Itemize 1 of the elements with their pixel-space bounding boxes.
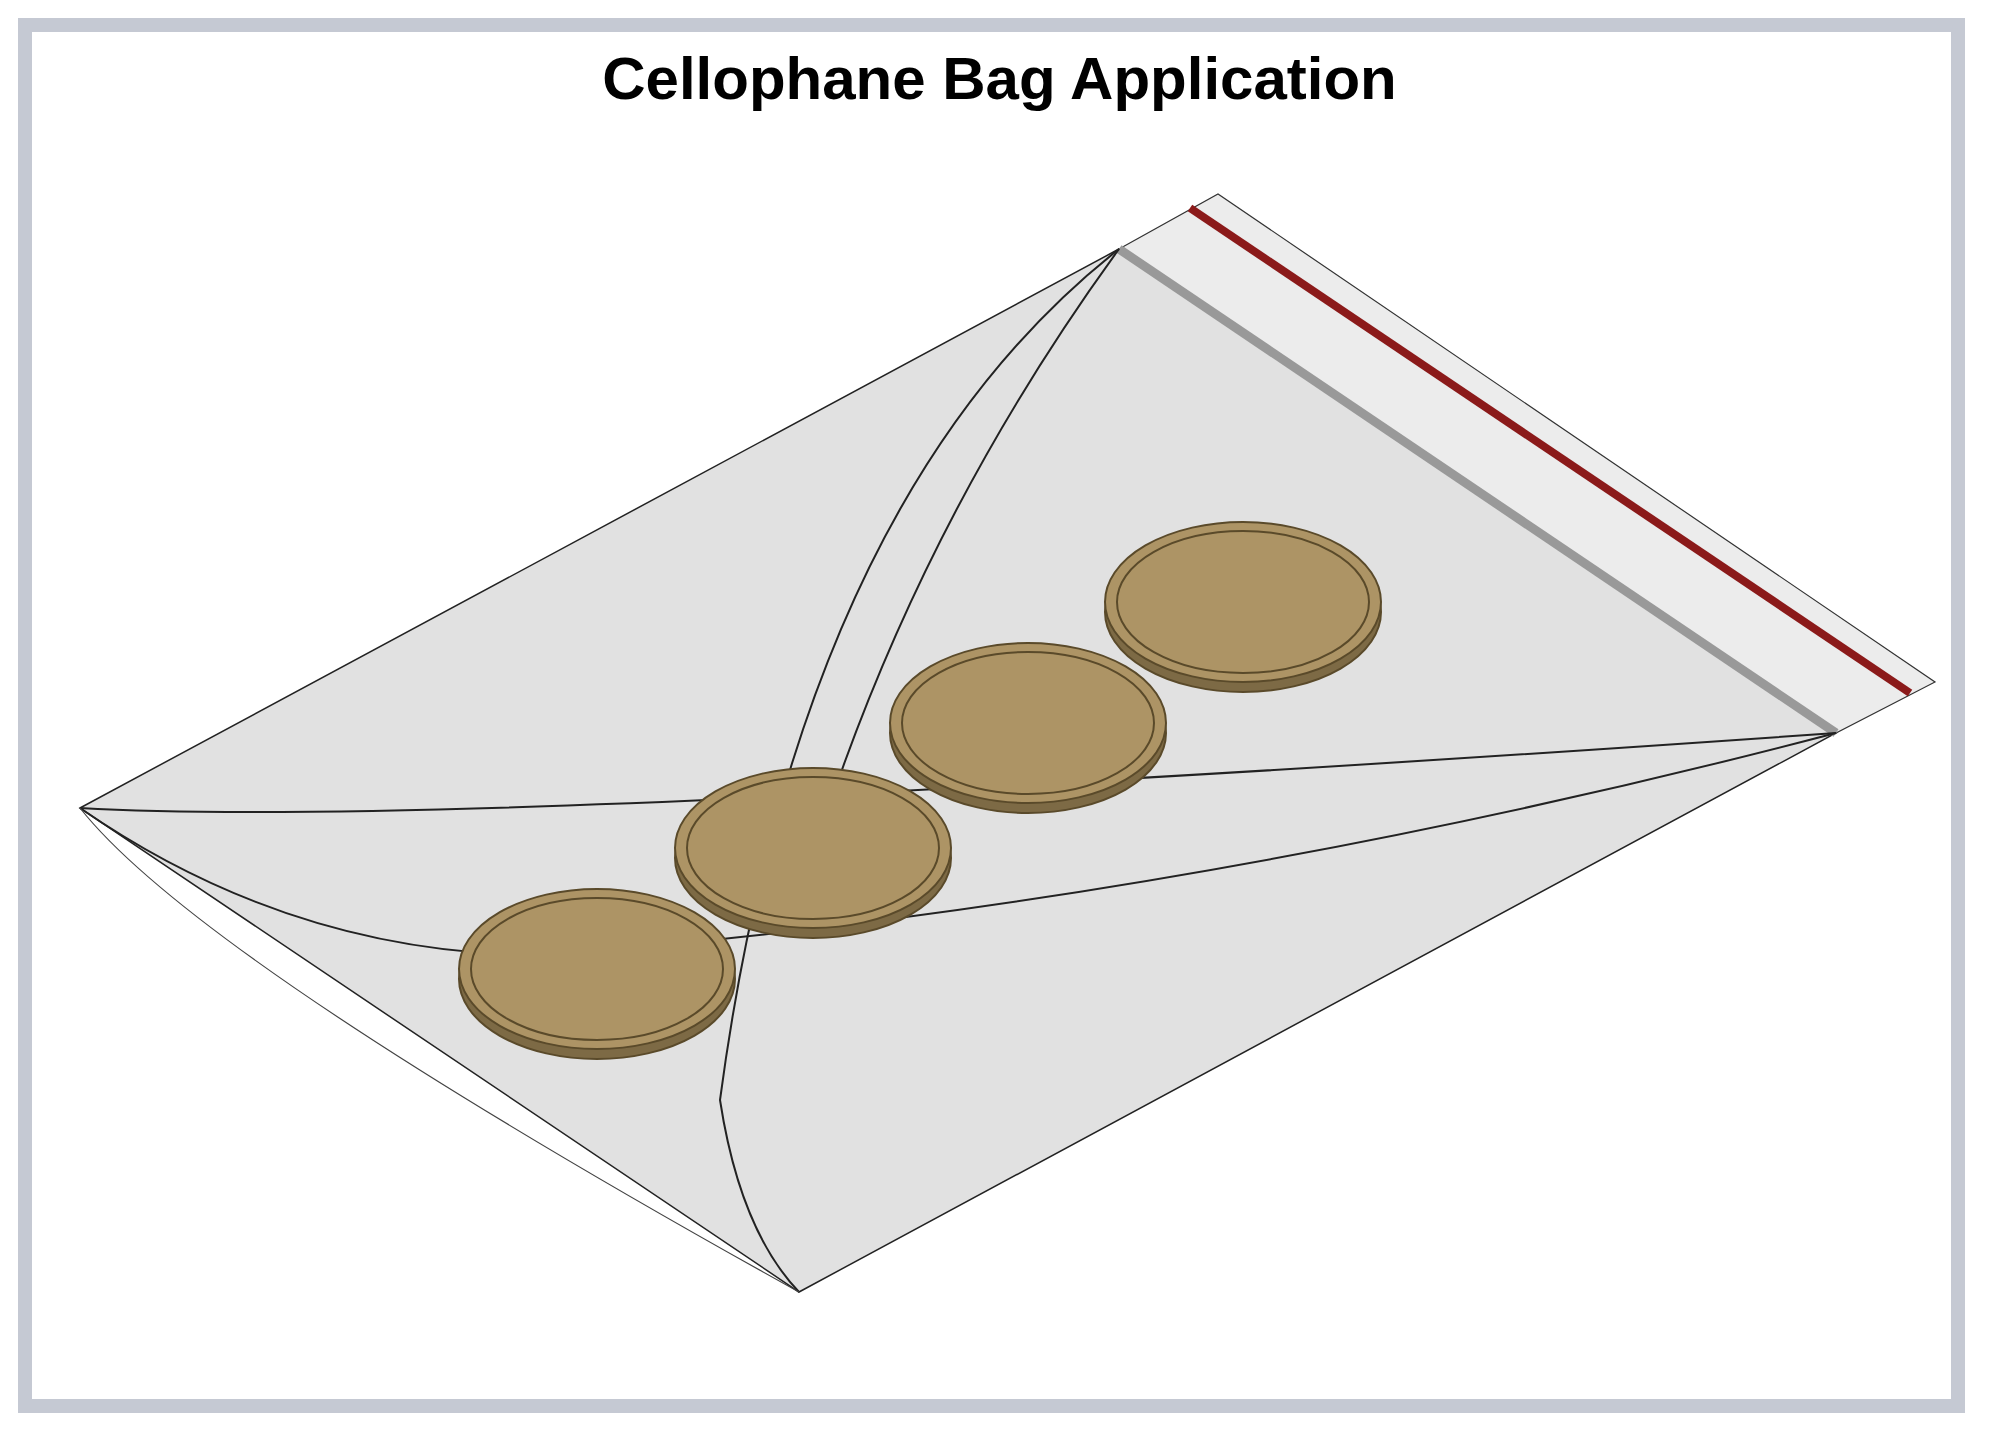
diagram-title: Cellophane Bag Application [602, 44, 1397, 113]
